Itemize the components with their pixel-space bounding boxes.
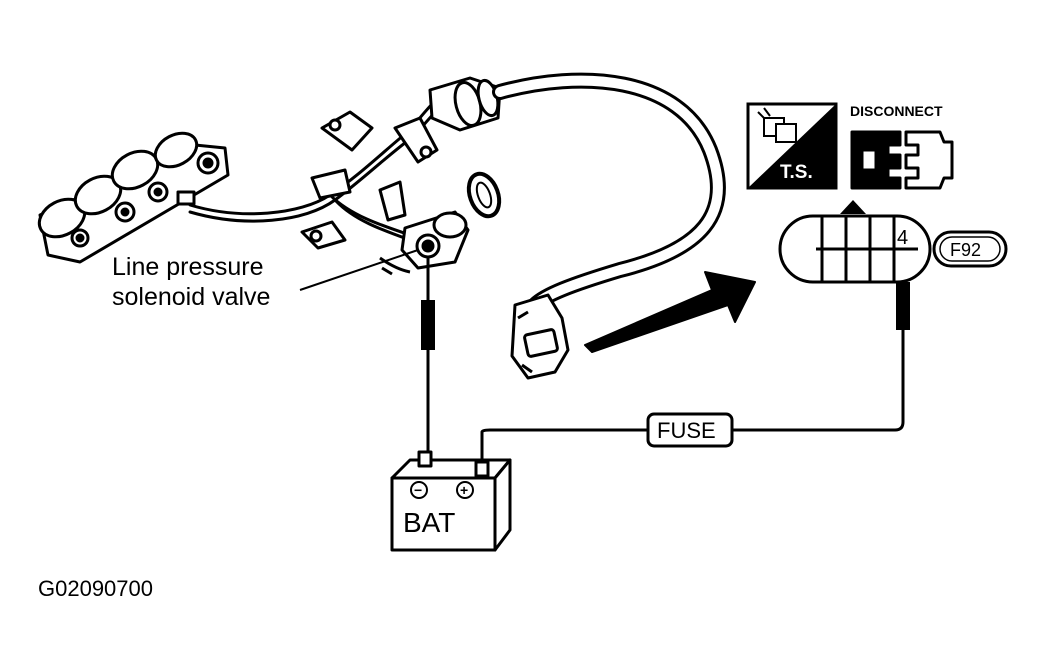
- battery-label: BAT: [403, 507, 455, 538]
- battery-side: [493, 458, 512, 552]
- valve-body-assembly: [37, 131, 230, 264]
- bolt: [153, 187, 163, 197]
- connector-face: [523, 328, 559, 358]
- battery-positive-sign: +: [460, 482, 468, 498]
- line-pressure-solenoid-valve: [379, 210, 470, 276]
- harness-sheath: [428, 76, 502, 132]
- harness-connector: [510, 293, 570, 380]
- solenoid-label-line1: Line pressure: [112, 253, 263, 281]
- harness-cable-fill: [495, 75, 723, 310]
- bracket-hole: [419, 145, 433, 159]
- battery-to-fuse-wire: [480, 428, 648, 462]
- connector-test-symbol-icon: [746, 102, 838, 190]
- ts-label: T.S.: [780, 162, 813, 183]
- test-lead-probe-left: [421, 300, 435, 350]
- solenoid-cap: [432, 211, 468, 239]
- connector-id-badge: [932, 230, 1008, 268]
- bracket: [320, 110, 374, 152]
- disconnect-label: DISCONNECT: [850, 103, 943, 119]
- battery-terminal-positive: [474, 460, 490, 478]
- harness-brackets: [300, 110, 439, 250]
- battery: [390, 450, 512, 552]
- disconnect-connector-icon: [850, 130, 954, 190]
- icon-pointer-arrow: [840, 200, 866, 214]
- internal-harness: [188, 86, 458, 242]
- valve-tab: [176, 190, 196, 206]
- o-ring-inner: [475, 181, 493, 209]
- bracket: [300, 220, 347, 250]
- bracket-hole: [309, 229, 323, 243]
- bracket: [378, 180, 407, 222]
- figure-code: G02090700: [38, 576, 153, 601]
- bracket: [310, 168, 352, 200]
- direction-arrow: [584, 271, 756, 353]
- bolt: [120, 207, 130, 217]
- bracket-hole: [328, 118, 342, 132]
- pin-number-label: 4: [897, 227, 908, 249]
- connector-id-label: F92: [950, 240, 981, 260]
- battery-negative-mark: [410, 481, 428, 499]
- test-lead-probe-right: [896, 282, 910, 330]
- valve-cylinder: [153, 131, 199, 169]
- solenoid-terminal-center: [421, 239, 435, 253]
- fuse-label: FUSE: [657, 418, 716, 443]
- label-leader-line: [299, 249, 419, 291]
- battery-front: [390, 476, 497, 552]
- battery-positive-mark: [456, 481, 474, 499]
- battery-top: [390, 458, 512, 480]
- bolt: [202, 157, 214, 169]
- solenoid-label-line2: solenoid valve: [112, 283, 270, 311]
- fuse-to-connector-wire: [732, 250, 905, 432]
- battery-terminal-negative: [417, 450, 433, 468]
- battery-negative-sign: −: [414, 482, 422, 498]
- bolt: [75, 233, 85, 243]
- o-ring: [466, 171, 502, 219]
- connector-face-symbol: [778, 214, 932, 284]
- connector-id-badge-inner: [939, 236, 1001, 262]
